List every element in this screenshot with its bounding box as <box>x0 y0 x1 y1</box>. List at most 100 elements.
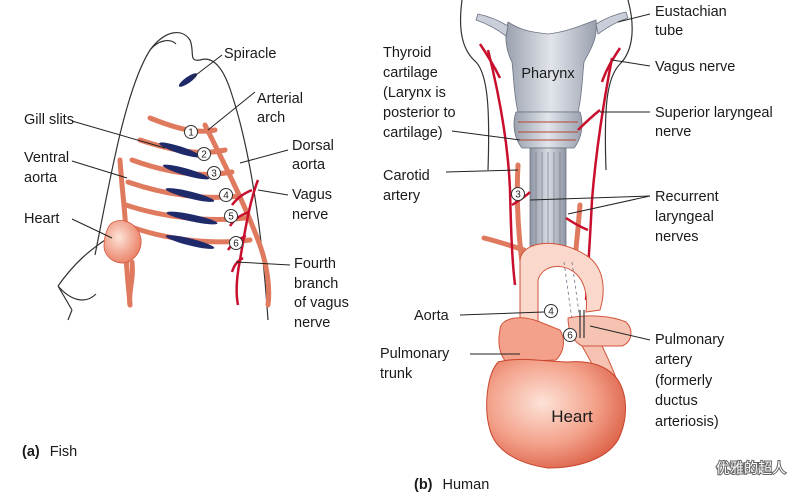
ductus-ligament <box>579 310 585 338</box>
spiracle-gill <box>178 73 198 87</box>
leader-aorta <box>459 311 545 316</box>
label-arterial-arch-2: arch <box>257 110 285 126</box>
arch-number-circle <box>197 147 211 161</box>
aortic-arch <box>519 243 604 331</box>
arch-number-circle <box>544 304 558 318</box>
fish-head-outline <box>94 32 269 321</box>
human-heart <box>486 358 626 469</box>
label-pulmonary-artery-3: (formerly <box>655 373 713 389</box>
arch-number: 3 <box>515 190 521 201</box>
arch-number: 6 <box>567 331 573 342</box>
dorsal-aorta-vessel <box>202 122 272 308</box>
eustachian-nerve-left <box>478 43 502 79</box>
label-recurrent-1: Recurrent <box>655 189 719 205</box>
label-pulmonary-artery-1: Pulmonary <box>655 332 725 348</box>
caption-human-text: Human <box>443 477 490 493</box>
eustachian-tube-left <box>475 13 509 37</box>
label-thyroid-3: (Larynx is <box>383 85 446 101</box>
human-neck-left <box>459 0 490 171</box>
trachea-stripes <box>535 152 561 260</box>
leader-thyroid-cartilage <box>451 130 521 141</box>
arch-number: 4 <box>223 191 229 202</box>
pulmonary-trunk <box>498 317 564 363</box>
label-vagus-nerve-1: Vagus <box>292 187 332 203</box>
label-dorsal-aorta-2: aorta <box>292 157 326 173</box>
leader-vagus-nerve-human <box>611 59 651 67</box>
cartilage-rings <box>518 121 578 141</box>
arch-number: 6 <box>233 239 239 250</box>
arch-number-circle <box>511 187 525 201</box>
caption-fish: (a) Fish <box>22 443 77 460</box>
leader-arterial-arch <box>207 91 256 131</box>
arch-number: 2 <box>201 150 207 161</box>
gill-slit <box>166 211 218 225</box>
label-vagus-nerve-2: nerve <box>292 207 328 223</box>
arch-number-circle <box>207 166 221 180</box>
label-pulmonary-artery-2: artery <box>655 352 693 368</box>
gill-slit <box>159 142 201 158</box>
superior-laryngeal-nerve <box>577 109 601 131</box>
arch-number: 5 <box>228 212 234 223</box>
label-superior-laryngeal-1: Superior laryngeal <box>655 105 773 121</box>
gill-slit <box>165 235 215 249</box>
label-carotid-1: Carotid <box>383 168 430 184</box>
label-pharynx: Pharynx <box>521 66 575 82</box>
label-arterial-arch-1: Arterial <box>257 91 303 107</box>
label-eustachian-tube-2: tube <box>655 23 683 39</box>
label-pulmonary-artery-4: ductus <box>655 393 698 409</box>
caption-fish-text: Fish <box>50 444 77 460</box>
label-recurrent-2: laryngeal <box>655 209 714 225</box>
carotid-artery-left <box>514 162 525 265</box>
leader-vagus-nerve <box>257 189 289 196</box>
label-ventral-aorta-1: Ventral <box>24 150 69 166</box>
pulmonary-artery <box>567 315 632 347</box>
label-dorsal-aorta-1: Dorsal <box>292 138 334 154</box>
label-fourth-branch-2: branch <box>294 276 338 292</box>
arch-number-circle <box>229 236 243 250</box>
label-fourth-branch-3: of vagus <box>294 295 349 311</box>
label-vagus-nerve-human: Vagus nerve <box>655 59 735 75</box>
arch-number: 1 <box>188 128 194 139</box>
label-spiracle: Spiracle <box>224 46 276 62</box>
arch-number: 3 <box>211 169 217 180</box>
label-gill-slits: Gill slits <box>24 112 74 128</box>
eustachian-tube-right <box>595 11 629 35</box>
watermark: 优雅的超人 <box>716 461 786 477</box>
fish-heart-outflow <box>127 259 135 308</box>
fish-arch-numbers: 1 2 3 4 5 6 <box>184 125 243 250</box>
leader-fourth-branch <box>235 261 291 266</box>
fish-snout-outline <box>149 40 177 51</box>
label-pulmonary-trunk-2: trunk <box>380 366 413 382</box>
label-thyroid-4: posterior to <box>383 105 456 121</box>
label-superior-laryngeal-2: nerve <box>655 124 691 140</box>
arch-number-circle <box>563 328 577 342</box>
label-thyroid-2: cartilage <box>383 65 438 81</box>
leader-recurrent-laryngeal-b <box>567 195 651 215</box>
aorta-dashes <box>563 261 581 321</box>
label-thyroid-1: Thyroid <box>383 45 431 61</box>
label-fish-heart: Heart <box>24 211 59 227</box>
fish-fin-outline <box>57 237 109 321</box>
leader-eustachian-tube <box>617 13 651 23</box>
fish-heart <box>103 220 142 264</box>
thyroid-cartilage <box>513 111 583 149</box>
label-recurrent-3: nerves <box>655 229 699 245</box>
gill-slit <box>162 164 210 180</box>
label-aorta: Aorta <box>414 308 450 324</box>
leader-gill-slits <box>71 120 166 149</box>
human-panel: Pharynx Heart 3 <box>380 0 773 493</box>
leader-carotid-artery <box>445 169 519 173</box>
label-fourth-branch-4: nerve <box>294 315 330 331</box>
caption-fish-letter: (a) <box>22 444 40 460</box>
label-carotid-2: artery <box>383 188 421 204</box>
recurrent-laryngeal-right <box>565 216 589 232</box>
arch-number: 4 <box>548 307 554 318</box>
arch-number-circle <box>219 188 233 202</box>
leader-dorsal-aorta <box>239 149 289 164</box>
pharynx <box>505 19 597 113</box>
fish-panel: 1 2 3 4 5 6 Spiracle Arterial arch Gill … <box>22 32 349 460</box>
caption-human-letter: (b) <box>414 477 433 493</box>
human-neck-right <box>604 0 633 171</box>
